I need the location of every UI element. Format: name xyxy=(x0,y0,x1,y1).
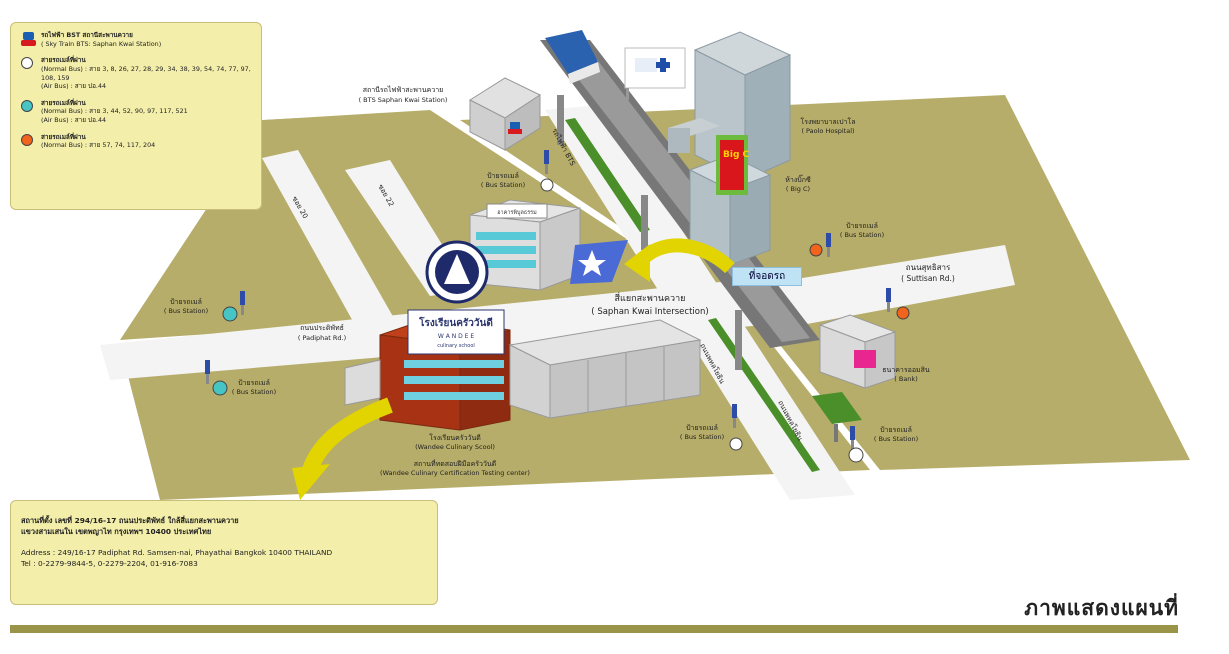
bus-label-th: ป้ายรถเมล์ xyxy=(846,222,878,230)
wandee-sign-main-text: โรงเรียนครัววันดี xyxy=(418,316,493,329)
legend-orange-row: สายรถเมล์ที่ผ่าน (Normal Bus) : สาย 57, … xyxy=(19,133,253,150)
shophouse-row xyxy=(508,319,702,419)
legend-bts-title: รถไฟฟ้า BST สถานีสะพานควาย xyxy=(41,31,133,39)
paolo-label-th: โรงพยาบาลเปาโล xyxy=(800,117,855,126)
bus-label-th: ป้ายรถเมล์ xyxy=(170,298,202,306)
legend-panel: รถไฟฟ้า BST สถานีสะพานควาย ( Sky Train B… xyxy=(10,22,262,210)
legend-cyan-normal: (Normal Bus) : สาย 3, 44, 52, 90, 97, 11… xyxy=(41,107,188,116)
bus-stop-post xyxy=(205,360,210,384)
padiphat-label-en: ( Padiphat Rd.) xyxy=(298,334,346,342)
bus-stop-cyan-dot xyxy=(212,380,228,396)
bus-stop-post xyxy=(826,233,831,257)
suttisan-label-en: ( Suttisan Rd.) xyxy=(901,274,955,283)
legend-cyan-air: (Air Bus) : สาย ปอ.44 xyxy=(41,116,107,125)
legend-orange-normal: (Normal Bus) : สาย 57, 74, 117, 204 xyxy=(41,141,156,150)
legend-bts-subtitle: ( Sky Train BTS: Saphan Kwai Station) xyxy=(41,39,162,48)
bus-stop-orange-dot xyxy=(809,243,823,257)
bus-shelter xyxy=(812,392,862,442)
wandee-sign: โรงเรียนครัววันดี W A N D E E culinary s… xyxy=(407,309,505,355)
legend-bts-row: รถไฟฟ้า BST สถานีสะพานควาย ( Sky Train B… xyxy=(19,31,253,48)
bus-label-en: ( Bus Station) xyxy=(680,433,724,441)
bus-label-en: ( Bus Station) xyxy=(840,231,884,239)
wandee-label-en: (Wandee Culinary Scool) xyxy=(415,443,495,451)
bank-label-th: ธนาคารออมสิน xyxy=(882,366,930,374)
padiphat-label-th: ถนนประดิพัทธ์ xyxy=(300,324,344,332)
legend-white-normal: (Normal Bus) : สาย 3, 8, 26, 27, 28, 29,… xyxy=(41,64,251,82)
bts-train xyxy=(545,30,600,84)
road-median xyxy=(565,118,650,232)
address-tel: Tel : 0-2279-9844-5, 0-2279-2204, 01-916… xyxy=(21,559,198,569)
bus-label-th: ป้ายรถเมล์ xyxy=(880,426,912,434)
map-title: ภาพแสดงแผนที่ xyxy=(1024,596,1179,620)
bus-stop-post xyxy=(850,426,855,450)
paolo-label-en: ( Paolo Hospital) xyxy=(801,127,854,135)
bigc-label-th: ห้างบิ๊กซี xyxy=(785,174,811,184)
cyan-bus-dot-icon xyxy=(21,99,33,112)
legend-orange-title: สายรถเมล์ที่ผ่าน xyxy=(41,132,86,141)
big-c-logo-text: Big C xyxy=(723,150,750,160)
bus-label-th: ป้ายรถเมล์ xyxy=(686,424,718,432)
school-arrow-icon xyxy=(292,397,393,500)
destination-star-icon xyxy=(570,240,628,284)
bus-stop-white-dot xyxy=(729,437,743,451)
bus-label-en: ( Bus Station) xyxy=(874,435,918,443)
hospital-sign xyxy=(624,47,686,100)
soi-20-road xyxy=(262,150,395,325)
legend-white-air: (Air Bus) : สาย ปอ.44 xyxy=(41,82,107,91)
bigc-label-en: ( Big C) xyxy=(786,185,810,193)
boxed-building-label: อาคารพิบูลธรรม xyxy=(497,209,537,216)
bus-stop-post xyxy=(732,404,737,428)
address-th-line1: สถานที่ตั้ง เลขที่ 294/16-17 ถนนประดิพัท… xyxy=(21,516,239,525)
bus-label-en: ( Bus Station) xyxy=(481,181,525,189)
bts-station-icon xyxy=(508,122,522,134)
intersection-label-en: ( Saphan Kwai Intersection) xyxy=(591,307,708,317)
wandee-sign-sub-text: culinary school xyxy=(437,343,475,349)
bus-label-th: ป้ายรถเมล์ xyxy=(238,379,270,387)
bus-stop-post xyxy=(240,291,245,315)
testing-label-en: (Wandee Culinary Certification Testing c… xyxy=(380,469,530,477)
bus-stop-white-dot xyxy=(848,447,864,463)
bts-station-label-th: สถานีรถไฟฟ้าสะพานควาย xyxy=(363,85,444,94)
wandee-sign-brand-text: W A N D E E xyxy=(438,333,474,340)
testing-center-building xyxy=(344,359,381,406)
orange-bus-dot-icon xyxy=(21,133,33,146)
suttisan-label-th: ถนนสุทธิสาร xyxy=(906,263,951,272)
address-en-line1: Address : 249/16-17 Padiphat Rd. Samsen-… xyxy=(21,548,333,558)
legend-white-row: สายรถเมล์ที่ผ่าน (Normal Bus) : สาย 3, 8… xyxy=(19,56,253,91)
ground-block xyxy=(262,118,300,160)
bank-building xyxy=(818,314,897,389)
bts-station-building xyxy=(468,77,542,151)
legend-cyan-title: สายรถเมล์ที่ผ่าน xyxy=(41,98,86,107)
bts-pillar xyxy=(735,310,742,370)
legend-white-title: สายรถเมล์ที่ผ่าน xyxy=(41,56,86,65)
parking-arrow-icon xyxy=(624,238,735,282)
bts-station-label-en: ( BTS Saphan Kwai Station) xyxy=(359,96,448,104)
bus-stop-orange-dot xyxy=(896,306,910,320)
parking-label: ที่จอดรถ xyxy=(732,267,802,286)
testing-label-th: สถานที่ทดสอบฝีมือครัววันดี xyxy=(414,459,496,468)
white-bus-dot-icon xyxy=(21,57,33,70)
bus-stop-white-dot xyxy=(540,178,554,192)
bus-stop-post xyxy=(544,150,549,174)
bus-label-th: ป้ายรถเมล์ xyxy=(487,172,519,180)
wandee-label-th: โรงเรียนครัววันดี xyxy=(429,433,481,442)
bts-track-top xyxy=(548,40,810,342)
bts-logo-icon xyxy=(21,32,36,47)
address-th-line2: แขวงสามเสนใน เขตพญาไท กรุงเทพฯ 10400 ประ… xyxy=(21,527,212,537)
address-panel: สถานที่ตั้ง เลขที่ 294/16-17 ถนนประดิพัท… xyxy=(10,500,438,605)
legend-cyan-row: สายรถเมล์ที่ผ่าน (Normal Bus) : สาย 3, 4… xyxy=(19,99,253,125)
intersection-label-th: สี่แยกสะพานควาย xyxy=(615,291,686,304)
bottom-rule xyxy=(10,625,1178,633)
wandee-logo xyxy=(425,240,489,304)
bus-stop-cyan-dot xyxy=(222,306,238,322)
bts-pillar xyxy=(641,195,648,250)
suttisan-road xyxy=(760,245,1015,330)
bank-label-en: ( Bank) xyxy=(894,375,917,383)
bts-pillar xyxy=(557,95,564,145)
big-c-logo-sign: Big C xyxy=(716,135,750,195)
bus-stop-post xyxy=(886,288,891,312)
bus-label-en: ( Bus Station) xyxy=(232,388,276,396)
bus-label-en: ( Bus Station) xyxy=(164,307,208,315)
